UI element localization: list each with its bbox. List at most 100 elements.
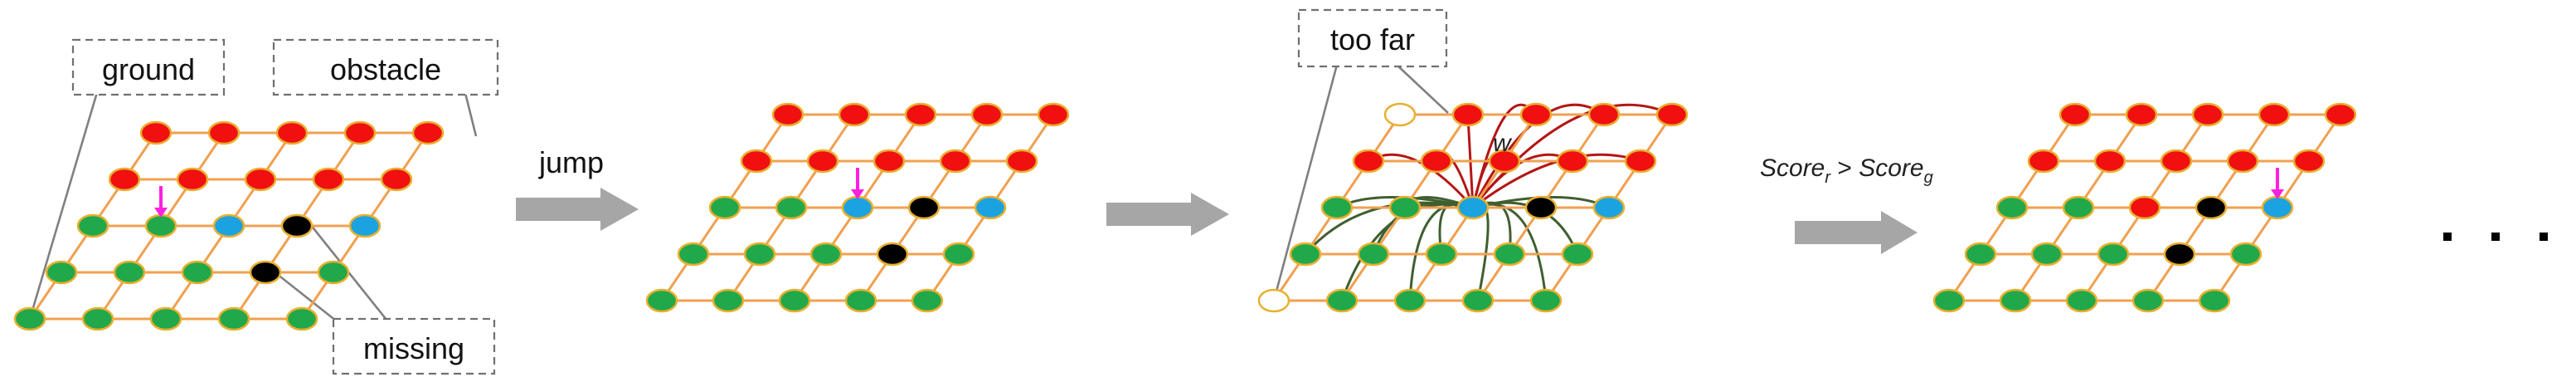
missing-node <box>876 242 909 267</box>
missing-node <box>907 195 940 220</box>
callout-obstacle-label: obstacle <box>330 52 441 86</box>
ground-node <box>81 306 114 331</box>
ground-node <box>809 242 843 267</box>
grid-nodes <box>1257 102 1689 313</box>
unknown-node <box>1592 195 1626 220</box>
ground-node <box>1320 195 1354 220</box>
obstacle-node <box>139 120 173 145</box>
ground-node <box>911 288 944 313</box>
unknown-node <box>2261 195 2294 220</box>
obstacle-node <box>1556 149 1589 174</box>
ground-node <box>1995 195 2029 220</box>
ground-node <box>2030 242 2063 267</box>
obstacle-node <box>2324 102 2357 127</box>
obstacle-node <box>176 167 209 192</box>
obstacle-node <box>1488 149 1521 174</box>
step-arrow-jump <box>516 188 639 231</box>
obstacle-node <box>2027 149 2060 174</box>
ground-node <box>285 306 318 331</box>
missing-node <box>2194 195 2228 220</box>
ground-node <box>2062 195 2095 220</box>
ground-node <box>149 306 182 331</box>
ground-node <box>1388 195 1422 220</box>
obstacle-node <box>2058 102 2092 127</box>
step-arrow-select <box>1795 211 1917 254</box>
ground-node <box>712 288 745 313</box>
obstacle-node <box>872 149 906 174</box>
obstacle-node <box>2128 195 2161 220</box>
ground-node <box>2229 242 2263 267</box>
ellipsis <box>2443 233 2548 241</box>
obstacle-node <box>2125 102 2158 127</box>
obstacle-node <box>380 167 413 192</box>
ground-node <box>844 288 877 313</box>
obstacle-node <box>806 149 839 174</box>
too-far-node <box>1257 288 1290 313</box>
obstacle-node <box>939 149 972 174</box>
leader-lines <box>28 64 1449 326</box>
obstacle-node <box>2160 149 2193 174</box>
ground-node <box>1393 288 1427 313</box>
ground-node <box>1461 288 1495 313</box>
current-position-marker <box>2271 168 2284 199</box>
obstacle-node <box>312 167 345 192</box>
obstacle-node <box>1451 102 1485 127</box>
leader-too-far-2 <box>1396 64 1449 114</box>
callout-ground: ground <box>71 38 226 96</box>
grid-initial <box>13 120 445 331</box>
ground-node <box>645 288 678 313</box>
missing-node <box>2163 242 2196 267</box>
ground-node <box>76 213 109 238</box>
ground-node <box>743 242 776 267</box>
obstacle-node <box>1037 102 1070 127</box>
leader-ground <box>28 89 100 320</box>
jump-label: jump <box>538 145 604 179</box>
missing-node <box>1524 195 1558 220</box>
obstacle-node <box>970 102 1004 127</box>
ground-node <box>942 242 975 267</box>
unknown-node <box>212 213 245 238</box>
obstacle-node <box>2191 102 2224 127</box>
ground-node <box>113 260 146 285</box>
ground-node <box>2198 288 2231 313</box>
obstacle-node <box>411 120 445 145</box>
score-comparison: Scorer > Scoreg <box>1760 154 1933 187</box>
unknown-node <box>1456 195 1490 220</box>
ground-node <box>2065 288 2098 313</box>
callout-missing-label: missing <box>363 331 464 365</box>
leader-missing-1 <box>309 223 391 325</box>
ground-node <box>144 213 177 238</box>
leader-missing-2 <box>276 272 341 326</box>
obstacle-node <box>1587 102 1621 127</box>
obstacle-node <box>207 120 241 145</box>
obstacle-node <box>904 102 937 127</box>
callout-ground-label: ground <box>102 52 195 86</box>
ground-node <box>1289 242 1322 267</box>
missing-node <box>249 260 282 285</box>
ground-node <box>1561 242 1594 267</box>
grid-nodes <box>1932 102 2357 313</box>
callout-obstacle: obstacle <box>272 38 499 96</box>
ground-node <box>677 242 710 267</box>
ground-node <box>181 260 214 285</box>
ground-node <box>775 195 808 220</box>
obstacle-node <box>1624 149 1657 174</box>
ground-node <box>778 288 811 313</box>
obstacle-node <box>1005 149 1038 174</box>
obstacle-node <box>771 102 804 127</box>
obstacle-node <box>838 102 871 127</box>
obstacle-node <box>244 167 277 192</box>
unknown-node <box>348 213 382 238</box>
ground-node <box>2097 242 2130 267</box>
missing-node <box>280 213 313 238</box>
ground-node <box>1425 242 1458 267</box>
obstacle-node <box>1352 149 1385 174</box>
current-position-marker <box>154 186 168 218</box>
obstacle-node <box>2258 102 2291 127</box>
obstacle-node <box>740 149 773 174</box>
ground-node <box>1999 288 2032 313</box>
grid-scoring <box>1257 102 1689 313</box>
ground-node <box>1493 242 1526 267</box>
obstacle-node <box>1519 102 1553 127</box>
